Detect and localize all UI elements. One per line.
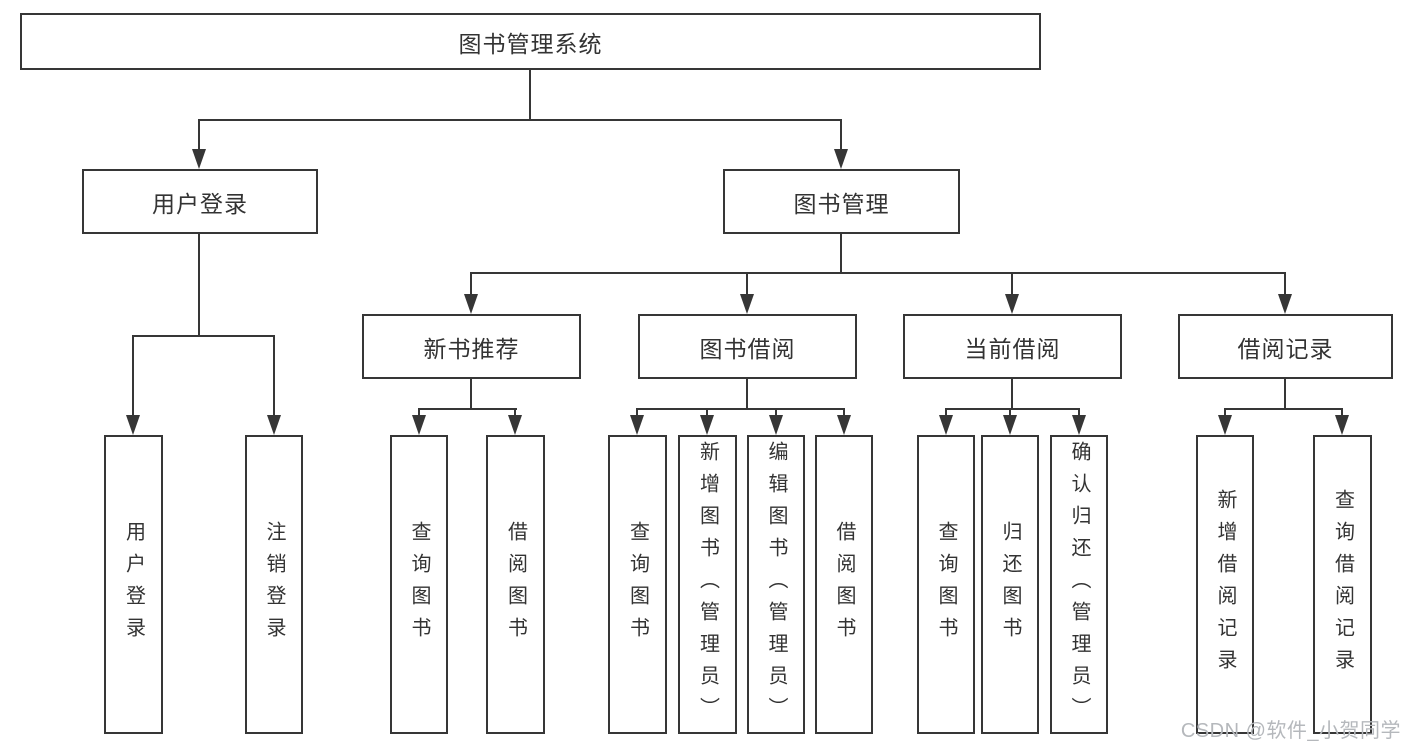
node-label: 新书推荐	[423, 335, 520, 362]
connector-line	[1284, 272, 1286, 296]
connector-line	[273, 335, 275, 417]
node-label: 借阅图书	[833, 520, 855, 649]
connector-borrow-trunk	[746, 379, 748, 410]
leaf-current-confirm-return: 确认归还（管理员）	[1050, 435, 1108, 734]
leaf-user-login: 用户登录	[104, 435, 163, 734]
connector-line	[198, 119, 200, 151]
connector-current-crossbar	[945, 408, 1080, 410]
leaf-borrow-add-books: 新增图书（管理员）	[678, 435, 737, 734]
node-label: 图书借阅	[699, 335, 796, 362]
node-label: 查询图书	[408, 520, 430, 649]
node-label: 归还图书	[999, 520, 1021, 649]
arrowhead	[1218, 415, 1232, 435]
node-label: 图书管理系统	[458, 30, 603, 57]
arrowhead	[464, 294, 478, 314]
node-label: 用户登录	[152, 190, 248, 217]
connector-line	[1224, 408, 1226, 417]
connector-line	[470, 272, 472, 296]
connector-line	[706, 408, 708, 417]
leaf-record-add: 新增借阅记录	[1196, 435, 1254, 734]
connector-recommend-crossbar	[418, 408, 517, 410]
leaf-current-query-books: 查询图书	[917, 435, 975, 734]
node-label: 新增借阅记录	[1214, 488, 1236, 681]
node-new-book-recommend: 新书推荐	[362, 314, 581, 379]
connector-line	[843, 408, 845, 417]
connector-line	[1009, 408, 1011, 417]
leaf-recommend-query-books: 查询图书	[390, 435, 448, 734]
arrowhead	[939, 415, 953, 435]
connector-record-trunk	[1284, 379, 1286, 410]
watermark: CSDN @软件_小贺同学	[1180, 720, 1401, 742]
leaf-recommend-borrow-books: 借阅图书	[486, 435, 545, 734]
node-label: 当前借阅	[964, 335, 1061, 362]
arrowhead	[1278, 294, 1292, 314]
leaf-current-return-books: 归还图书	[981, 435, 1039, 734]
connector-recommend-trunk	[470, 379, 472, 410]
connector-record-crossbar	[1224, 408, 1343, 410]
connector-book-mgmt-trunk	[840, 234, 842, 274]
leaf-borrow-edit-books: 编辑图书（管理员）	[747, 435, 805, 734]
node-current-borrow: 当前借阅	[903, 314, 1122, 379]
arrowhead	[1335, 415, 1349, 435]
node-root: 图书管理系统	[20, 13, 1041, 70]
arrowhead	[192, 149, 206, 169]
connector-line	[840, 119, 842, 151]
arrowhead	[700, 415, 714, 435]
leaf-record-query: 查询借阅记录	[1313, 435, 1372, 734]
connector-line	[1011, 272, 1013, 296]
node-label: 用户登录	[122, 520, 145, 649]
node-label: 新增图书（管理员）	[696, 440, 719, 729]
node-label: 借阅记录	[1237, 335, 1334, 362]
arrowhead	[834, 149, 848, 169]
connector-line	[132, 335, 134, 417]
connector-book-mgmt-crossbar	[470, 272, 1286, 274]
arrowhead	[1005, 294, 1019, 314]
connector-root-trunk	[529, 70, 531, 120]
node-user-login: 用户登录	[82, 169, 318, 234]
node-label: 查询图书	[935, 520, 957, 649]
arrowhead	[1072, 415, 1086, 435]
connector-borrow-crossbar	[636, 408, 845, 410]
node-borrow-record: 借阅记录	[1178, 314, 1393, 379]
node-label: 编辑图书（管理员）	[765, 440, 787, 729]
arrowhead	[126, 415, 140, 435]
connector-user-login-crossbar	[132, 335, 275, 337]
node-label: 查询图书	[626, 520, 649, 649]
arrowhead	[412, 415, 426, 435]
node-label: 确认归还（管理员）	[1068, 440, 1090, 729]
arrowhead	[740, 294, 754, 314]
connector-user-login-trunk	[198, 234, 200, 337]
connector-root-crossbar	[198, 119, 842, 121]
connector-line	[746, 272, 748, 296]
connector-line	[1078, 408, 1080, 417]
leaf-borrow-query-books: 查询图书	[608, 435, 667, 734]
leaf-borrow-borrow-books: 借阅图书	[815, 435, 873, 734]
connector-line	[418, 408, 420, 417]
node-label: 借阅图书	[504, 520, 527, 649]
connector-line	[636, 408, 638, 417]
arrowhead	[630, 415, 644, 435]
node-book-management: 图书管理	[723, 169, 960, 234]
connector-line	[775, 408, 777, 417]
node-label: 查询借阅记录	[1331, 488, 1354, 681]
arrowhead	[769, 415, 783, 435]
arrowhead	[837, 415, 851, 435]
arrowhead	[508, 415, 522, 435]
connector-line	[514, 408, 516, 417]
node-label: 图书管理	[793, 190, 890, 217]
connector-line	[945, 408, 947, 417]
leaf-logout: 注销登录	[245, 435, 303, 734]
connector-line	[1341, 408, 1343, 417]
node-book-borrow: 图书借阅	[638, 314, 857, 379]
arrowhead	[1003, 415, 1017, 435]
arrowhead	[267, 415, 281, 435]
connector-current-trunk	[1011, 379, 1013, 410]
node-label: 注销登录	[263, 520, 285, 649]
